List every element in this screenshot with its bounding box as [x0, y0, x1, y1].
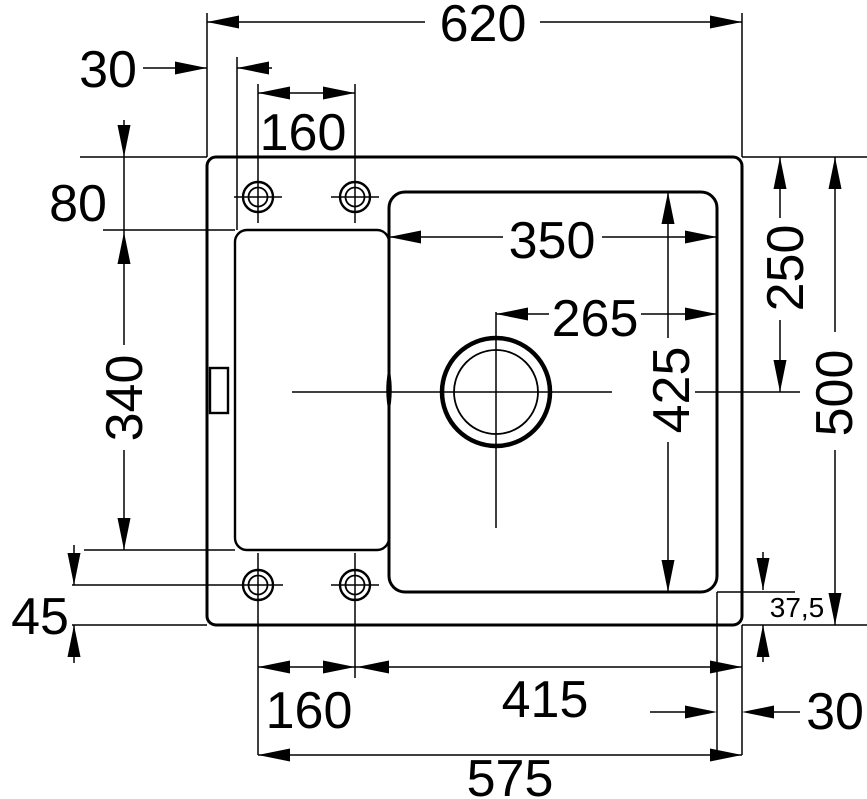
fixing-clip	[208, 366, 230, 415]
dim-label-340: 340	[96, 355, 154, 442]
arrowhead	[756, 558, 770, 590]
mounting-hole-bottom-left	[241, 568, 275, 602]
overflow-marker	[386, 366, 392, 414]
dim-label-620: 620	[440, 0, 527, 53]
arrowhead	[207, 15, 239, 29]
hole-inner	[344, 574, 366, 596]
dim-label-415: 415	[502, 671, 589, 729]
arrowhead	[258, 748, 290, 762]
arrowhead	[756, 625, 770, 657]
hole-inner	[247, 186, 269, 208]
arrowhead	[237, 61, 269, 75]
arrowhead	[258, 86, 290, 100]
arrowhead	[710, 15, 742, 29]
hole-outer	[338, 180, 372, 214]
dim-label-425: 425	[643, 347, 701, 434]
arrowhead	[828, 157, 842, 189]
dim-label-80: 80	[49, 175, 107, 233]
arrowhead	[685, 307, 717, 321]
arrowhead	[357, 660, 389, 674]
arrowhead	[710, 748, 742, 762]
arrowhead	[661, 192, 675, 224]
arrowhead	[496, 307, 528, 321]
arrowhead	[773, 360, 787, 392]
dim-label-30-bottom: 30	[806, 683, 864, 741]
hole-outer	[241, 568, 275, 602]
sink-outer-outline	[205, 155, 744, 627]
dim-label-160-bottom: 160	[266, 682, 353, 740]
mounting-hole-top-right	[338, 180, 372, 214]
drain-outer-circle	[439, 335, 553, 449]
arrowhead	[117, 518, 131, 550]
hole-inner	[344, 186, 366, 208]
arrowhead	[258, 660, 290, 674]
dim-label-45: 45	[11, 588, 69, 646]
arrowhead	[389, 230, 421, 244]
arrowhead	[117, 125, 131, 157]
sink-body	[205, 155, 744, 627]
arrowhead	[685, 705, 717, 719]
mounting-hole-top-left	[241, 180, 275, 214]
arrowhead	[175, 61, 207, 75]
hole-outer	[241, 180, 275, 214]
dim-label-30-top: 30	[79, 41, 137, 99]
dim-label-250: 250	[757, 225, 815, 312]
dim-label-265: 265	[552, 290, 639, 348]
extension-lines	[72, 13, 867, 755]
mounting-hole-bottom-right	[338, 568, 372, 602]
arrowhead	[742, 705, 774, 719]
arrowhead	[323, 86, 355, 100]
arrowhead	[828, 593, 842, 625]
arrowhead	[117, 232, 131, 264]
drain-inner-circle	[453, 349, 539, 435]
arrowhead	[323, 660, 355, 674]
arrowhead	[67, 625, 81, 657]
arrowhead	[685, 230, 717, 244]
dim-label-37-5: 37,5	[770, 592, 825, 623]
dim-label-500: 500	[806, 350, 864, 437]
hole-inner	[247, 574, 269, 596]
dim-label-160-top: 160	[260, 104, 347, 162]
dimension-labels: 620 30 160 80 340 45 350 265 425 250 500…	[11, 0, 864, 799]
hole-outer	[338, 568, 372, 602]
arrowheads	[67, 15, 842, 762]
arrowhead	[67, 553, 81, 585]
drainboard-outline	[233, 228, 391, 552]
dim-label-350: 350	[509, 212, 596, 270]
dim-label-575: 575	[467, 750, 554, 799]
arrowhead	[661, 560, 675, 592]
arrowhead	[710, 660, 742, 674]
sink-features	[208, 180, 719, 602]
arrowhead	[773, 157, 787, 189]
